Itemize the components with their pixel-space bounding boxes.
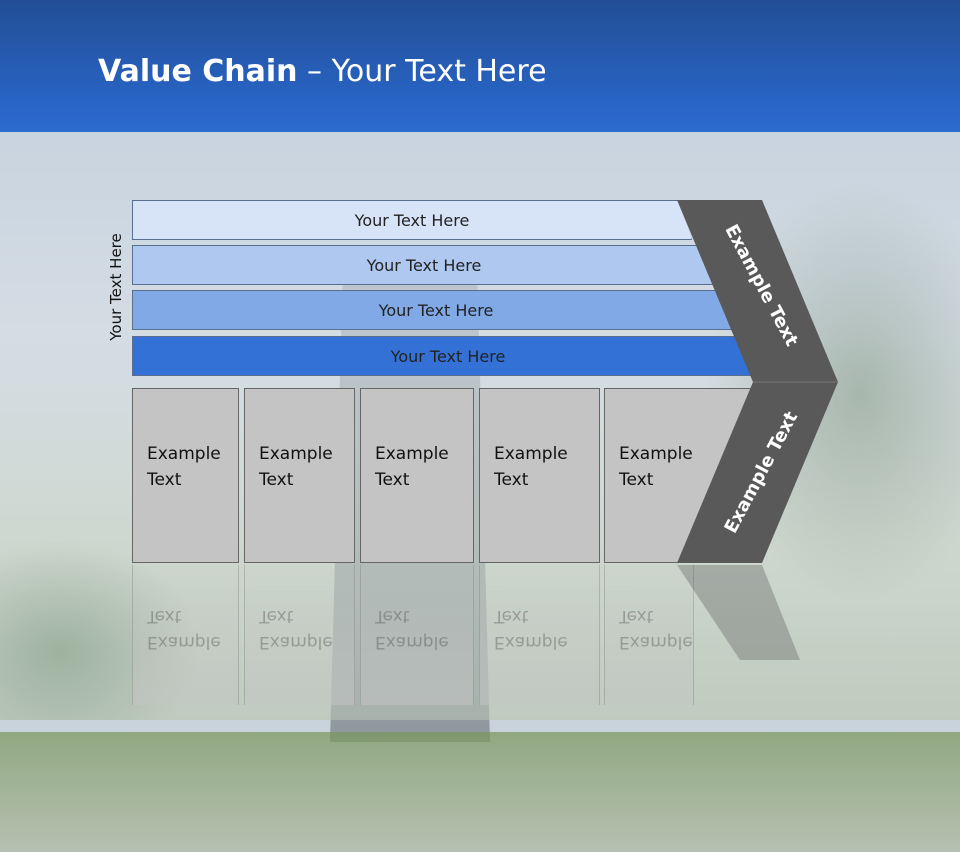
step-box-3-line2: Text [375, 470, 410, 490]
bar-2-label: Your Text Here [366, 255, 482, 275]
bar-1[interactable]: Your Text Here [132, 200, 692, 240]
chevron-arrow [677, 200, 838, 660]
step-box-1-line2: Text [147, 470, 182, 490]
bar-3[interactable]: Your Text Here [132, 290, 740, 330]
step-box-2-line1: Example [259, 444, 333, 464]
bar-4-label: Your Text Here [390, 346, 506, 366]
bar-4[interactable]: Your Text Here [132, 336, 764, 376]
step-box-3-line1: Example [375, 444, 449, 464]
step-box-4-line2: Text [494, 470, 529, 490]
header-band: Value Chain – Your Text Here [0, 0, 960, 132]
bar-2[interactable]: Your Text Here [132, 245, 716, 285]
bar-1-label: Your Text Here [354, 210, 470, 230]
chevron-reflection [677, 565, 800, 660]
bar-3-label: Your Text Here [378, 300, 494, 320]
step-box-4-line1: Example [494, 444, 568, 464]
step-box-5-line1: Example [619, 444, 693, 464]
lawn [0, 732, 960, 852]
step-box-5-line2: Text [619, 470, 654, 490]
step-box-1-line1: Example [147, 444, 221, 464]
slide-title: Value Chain – Your Text Here [98, 54, 547, 89]
step-box-2-line2: Text [259, 470, 294, 490]
